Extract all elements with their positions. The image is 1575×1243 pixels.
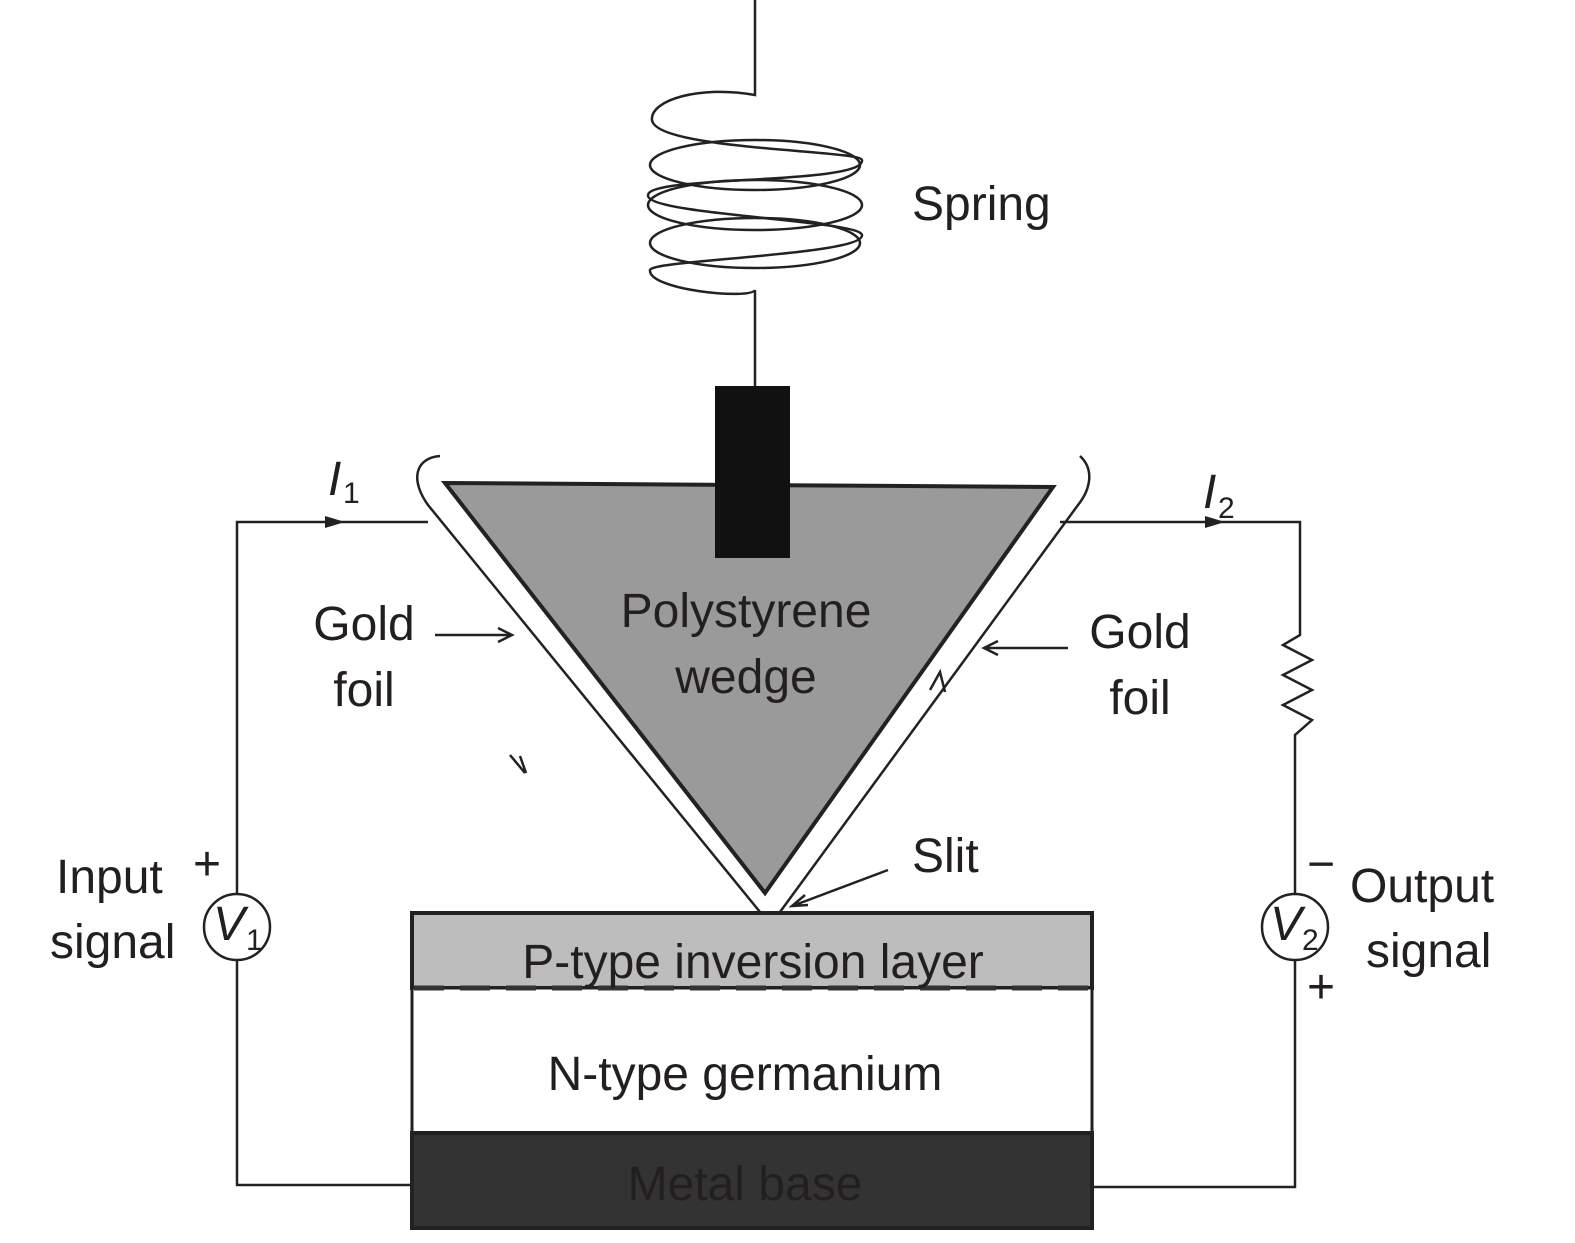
- metal-base-label: Metal base: [628, 1158, 863, 1211]
- semiconductor-stack: [410, 911, 1094, 1230]
- v2-subscript: 2: [1302, 924, 1319, 957]
- wedge-label-2: wedge: [674, 651, 816, 704]
- i2-label: I: [1203, 466, 1216, 519]
- input-label-1: Input: [56, 851, 163, 904]
- p-layer-label: P-type inversion layer: [522, 936, 984, 989]
- output-minus-sign: −: [1307, 838, 1335, 891]
- holder-block: [715, 386, 790, 558]
- spring-label: Spring: [912, 178, 1051, 231]
- i1-subscript: 1: [343, 477, 360, 510]
- input-label-2: signal: [50, 916, 175, 969]
- output-circuit: [788, 516, 1330, 1189]
- gold-foil: [416, 454, 1091, 913]
- spring: [646, 0, 864, 388]
- i2-subscript: 2: [1218, 492, 1235, 525]
- v1-label: V: [213, 898, 249, 951]
- output-label-2: signal: [1366, 925, 1491, 978]
- v2-label: V: [1270, 898, 1306, 951]
- n-layer-label: N-type germanium: [548, 1048, 943, 1101]
- current-arrow-i1: [325, 516, 345, 528]
- slit-label: Slit: [912, 830, 979, 883]
- gold-foil-left-label-2: foil: [333, 664, 394, 717]
- gold-foil-left-label-1: Gold: [313, 598, 414, 651]
- voltmeter-v1: [202, 892, 272, 962]
- gold-foil-right-label-2: foil: [1109, 672, 1170, 725]
- input-circuit: [202, 516, 515, 1187]
- current-arrow-i2: [1205, 516, 1225, 528]
- i1-label: I: [328, 453, 341, 506]
- v1-subscript: 1: [246, 924, 263, 957]
- voltmeter-v2: [1260, 892, 1330, 962]
- gold-foil-right-label-1: Gold: [1089, 606, 1190, 659]
- input-plus-sign: +: [193, 838, 221, 891]
- output-plus-sign: +: [1307, 961, 1335, 1014]
- output-label-1: Output: [1350, 860, 1494, 913]
- wedge-label-1: Polystyrene: [621, 585, 872, 638]
